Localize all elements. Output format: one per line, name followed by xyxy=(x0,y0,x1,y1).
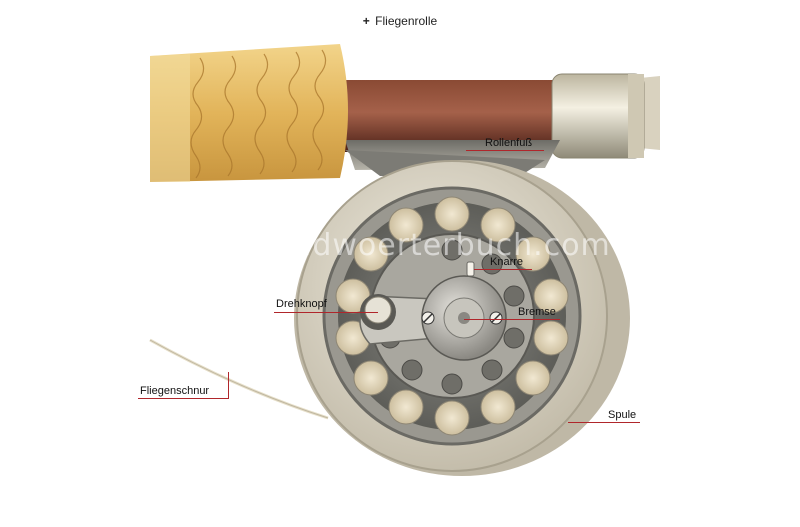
label-fliegenschnur: Fliegenschnur xyxy=(140,385,210,397)
leader-line-bremse xyxy=(464,319,560,320)
rod-blank xyxy=(345,76,660,152)
label-spule: Spule xyxy=(608,409,637,421)
diagram-title: + Fliegenrolle xyxy=(0,14,800,28)
leader-line-knarre xyxy=(474,269,532,270)
label-drehknopf: Drehknopf xyxy=(276,298,327,310)
label-knarre: Knarre xyxy=(490,256,524,268)
title-text: Fliegenrolle xyxy=(375,14,438,28)
leader-line-fliegenschnur xyxy=(138,398,228,399)
title-prefix: + xyxy=(362,14,370,28)
leader-line-spule xyxy=(568,422,640,423)
fly-line xyxy=(149,338,329,420)
drag-hub xyxy=(421,275,507,361)
leader-line-fliegenschnur-vertical xyxy=(228,372,229,399)
label-rollenfuss: Rollenfuß xyxy=(485,137,533,149)
label-bremse: Bremse xyxy=(518,306,556,318)
watermark: www.bildwoerterbuch.com xyxy=(189,228,611,263)
leader-line-drehknopf xyxy=(274,312,378,313)
click-pawl xyxy=(466,261,475,277)
spool-holes-outer xyxy=(335,196,569,436)
cork-grip xyxy=(150,44,348,182)
ferrule xyxy=(551,73,645,159)
leader-line-rollenfuss xyxy=(466,150,544,151)
